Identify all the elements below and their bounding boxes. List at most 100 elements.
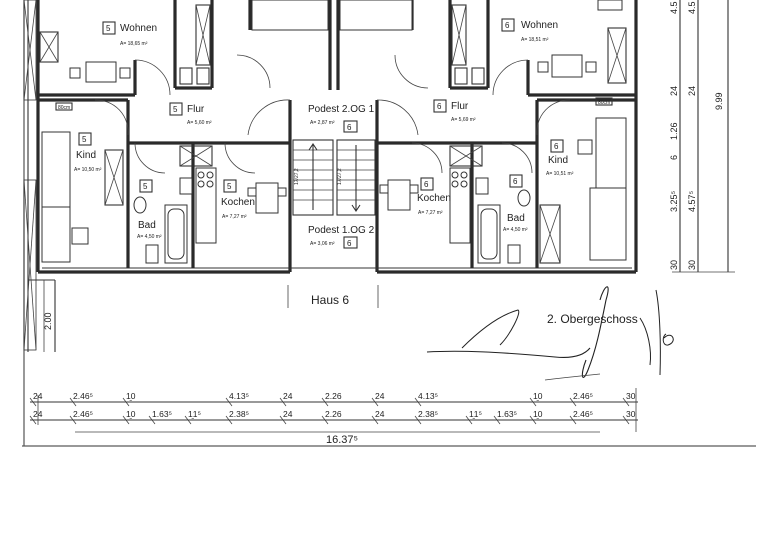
dimension-value: 24	[283, 391, 293, 401]
dimension-value: 6	[669, 155, 679, 160]
dimension-tick	[148, 415, 156, 425]
room-number: 6	[437, 102, 442, 111]
furniture	[41, 0, 627, 264]
dimension-value: 4.5	[687, 1, 697, 14]
dimension-tick	[225, 415, 233, 425]
room-area: A= 3,06 m²	[310, 241, 335, 247]
dimension-tick	[622, 415, 630, 425]
right-dimensions	[672, 0, 735, 273]
dimension-value: 1̱0	[126, 409, 136, 419]
stair-tags: 17/27,2 17/27,2	[294, 168, 343, 185]
room-number: 5	[173, 105, 178, 114]
dimension-value: 3.25⁵	[669, 190, 679, 212]
room-name: Kind	[548, 155, 568, 166]
dimension-value: 1̱0	[533, 409, 543, 419]
floor-label: 2. Obergeschoss	[547, 312, 638, 326]
room-number: 5	[106, 24, 111, 33]
dimension-value: 1.26	[669, 122, 679, 140]
dimension-value: 2.46⁵	[73, 391, 93, 401]
room-name: Wohnen	[120, 23, 157, 34]
dimension-value: 24	[33, 409, 43, 419]
room-area: A= 10,51 m²	[546, 171, 574, 177]
dim-left: 2.00	[43, 312, 53, 330]
dimension-tick	[569, 397, 577, 407]
dimension-value: 1.63⁵	[152, 409, 172, 419]
dimension-col-right-outer: 4.5 24 4.57⁵ 30	[687, 1, 697, 270]
dimension-value: 24	[375, 409, 385, 419]
dimension-tick	[414, 397, 422, 407]
room-bad-right: 6 Bad A= 4,50 m²	[503, 174, 528, 233]
dimension-tick	[371, 397, 379, 407]
room-area: A= 4,50 m²	[137, 234, 162, 240]
dimension-value: 24	[33, 391, 43, 401]
dimension-lines	[30, 388, 638, 433]
dimension-tick	[414, 415, 422, 425]
dimension-tick	[371, 415, 379, 425]
room-number: 6	[505, 21, 510, 30]
dimension-tick	[29, 397, 37, 407]
left-dimension: 2.00	[43, 280, 53, 352]
room-area: A= 4,50 m²	[503, 227, 528, 233]
room-name: Kochen	[221, 197, 255, 208]
house-label: Haus 6	[311, 293, 349, 307]
dimension-value: 30	[626, 409, 636, 419]
room-number: 6	[424, 180, 429, 189]
facade-hatch	[23, 0, 37, 351]
room-name: Bad	[507, 213, 525, 224]
room-number: 6	[554, 142, 559, 151]
dimension-value: 30	[687, 260, 697, 270]
dimension-tick	[29, 415, 37, 425]
dimension-value: 2.46⁵	[73, 409, 93, 419]
dimension-tick	[69, 397, 77, 407]
dimension-value: 24	[375, 391, 385, 401]
room-kind-left: 5 Kind A= 10,50 m²	[74, 132, 102, 173]
dimension-tick	[465, 415, 473, 425]
room-name: Kochen	[417, 193, 451, 204]
dimension-value: 4.57⁵	[687, 190, 697, 212]
room-flur-left: 5 Flur A= 5,60 m²	[169, 102, 212, 126]
room-name: Flur	[451, 101, 469, 112]
signature	[426, 286, 674, 381]
room-number: 5	[143, 182, 148, 191]
room-number: 5	[82, 135, 87, 144]
room-name: Podest 2.OG 1	[308, 104, 375, 115]
room-name: Flur	[187, 104, 205, 115]
stair-label: 17/27,2	[294, 168, 300, 185]
dimension-tick	[279, 397, 287, 407]
room-wohnen-right: 6 Wohnen A= 18,51 m²	[501, 18, 558, 43]
dimension-tick	[69, 415, 77, 425]
dimension-value: 24	[687, 86, 697, 96]
closet-label: 80cm	[598, 100, 610, 106]
dimension-value: 1̱0	[126, 391, 136, 401]
room-name: Wohnen	[521, 20, 558, 31]
dimension-value: 2.38⁵	[418, 409, 438, 419]
dimension-tick	[122, 415, 130, 425]
room-area: A= 5,60 m²	[187, 120, 212, 126]
dimension-tick	[122, 397, 130, 407]
dimension-tick	[493, 415, 501, 425]
room-name: Kind	[76, 150, 96, 161]
dimension-value: 4.5	[669, 1, 679, 14]
room-area: A= 5,69 m²	[451, 117, 476, 123]
dimension-tick	[321, 415, 329, 425]
stairs	[292, 139, 376, 216]
dim-right-total: 9.99	[714, 92, 724, 110]
room-area: A= 18,51 m²	[521, 37, 549, 43]
room-podest-lower: Podest 1.OG 2 A= 3,06 m² 6	[308, 225, 375, 249]
door-swings	[94, 54, 571, 174]
room-number: 6	[347, 239, 352, 248]
room-flur-right: 6 Flur A= 5,69 m²	[433, 99, 476, 123]
dimension-value: 2.46⁵	[573, 391, 593, 401]
room-labels: 5 Wohnen A= 18,65 m² 6 Wohnen A= 18,51 m…	[74, 18, 574, 249]
dimension-value: 2.38⁵	[229, 409, 249, 419]
dimension-value: 30	[669, 260, 679, 270]
dimension-value: 4.13⁵	[418, 391, 438, 401]
room-area: A= 7,27 m²	[418, 210, 443, 216]
entrance: Haus 6	[287, 285, 379, 308]
room-podest-upper: Podest 2.OG 1 A= 2,87 m² 6	[308, 104, 375, 133]
room-bad-left: 5 Bad A= 4,50 m²	[137, 179, 162, 240]
room-number: 5	[227, 182, 232, 191]
